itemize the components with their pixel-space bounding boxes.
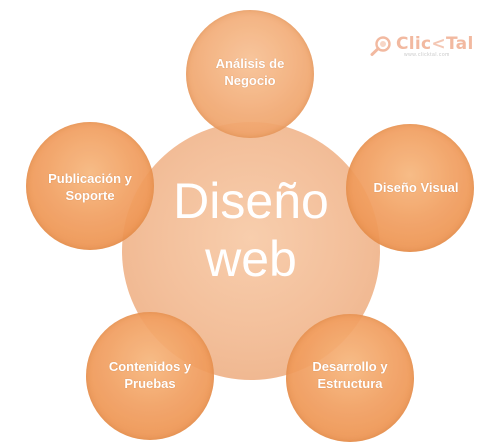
hub-label-line1: Diseño [173,173,329,229]
hub-label: Diseño web [122,172,380,288]
node-publicacion-label: Publicación y Soporte [26,170,154,204]
node-desarrollo-line1: Desarrollo y [312,359,388,374]
magnifier-icon [370,36,391,56]
watermark-logo: Clic<Tal www.clicktal.com [368,34,480,60]
watermark-brand: Clic<Tal [396,34,474,54]
node-desarrollo-circle [286,314,414,442]
node-diseno-visual-circle [346,124,474,252]
node-diseno-visual-label: Diseño Visual [352,179,480,196]
node-contenidos-circle [86,312,214,440]
node-desarrollo-label: Desarrollo y Estructura [286,358,414,392]
hub-label-line2: web [205,231,297,287]
node-analisis-circle [186,10,314,138]
watermark-brand-prefix: Clic [396,34,432,54]
watermark-brand-mark: < [431,34,446,54]
node-contenidos-line2: Pruebas [124,376,176,391]
node-contenidos-label: Contenidos y Pruebas [86,358,214,392]
node-diseno-visual-line1: Diseño Visual [373,180,459,195]
watermark-url: www.clicktal.com [404,52,450,58]
node-publicacion-line2: Soporte [65,188,115,203]
node-analisis-label: Análisis de Negocio [186,55,314,89]
node-publicacion-circle [26,122,154,250]
node-analisis-line1: Análisis de [215,56,285,71]
node-contenidos-line1: Contenidos y [108,359,192,374]
node-desarrollo-line2: Estructura [317,376,383,391]
watermark-brand-suffix: Tal [445,34,474,54]
node-analisis-line2: Negocio [224,73,276,88]
node-publicacion-line1: Publicación y [48,171,132,186]
